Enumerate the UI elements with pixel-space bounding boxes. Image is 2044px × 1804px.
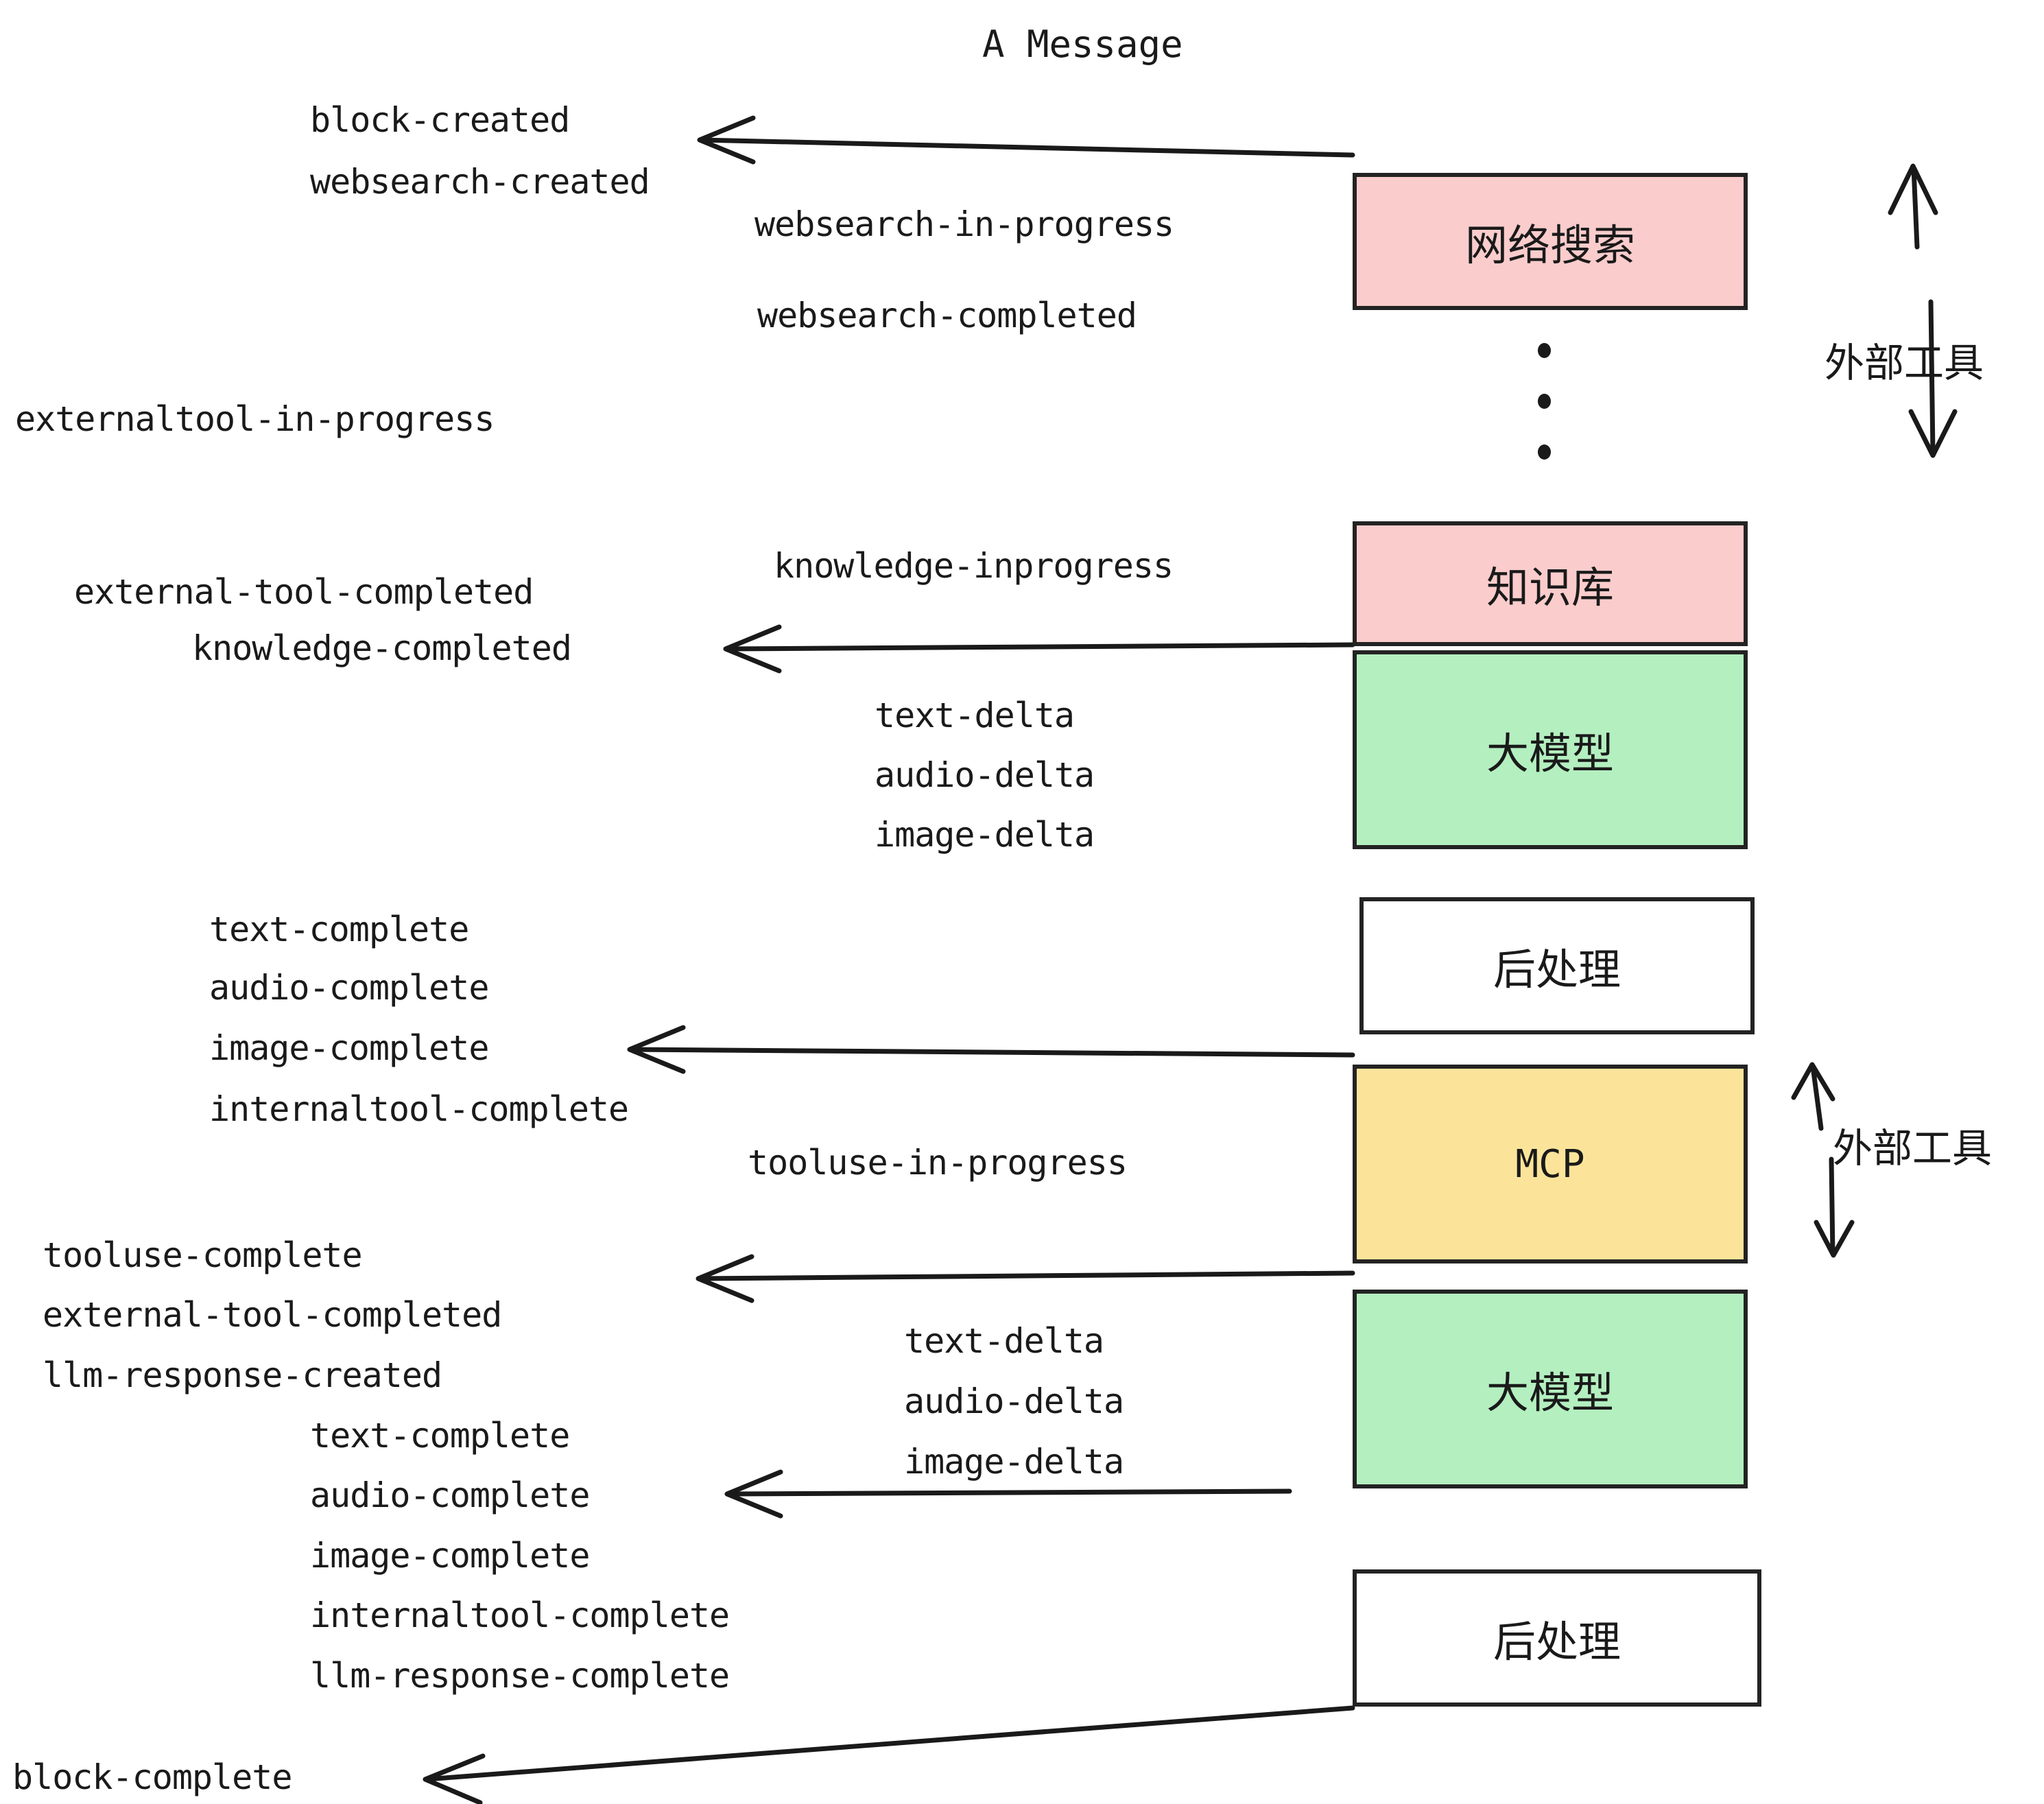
node-knowledge-label: 知识库 bbox=[1486, 562, 1614, 613]
node-llm-1[interactable]: 大模型 bbox=[1353, 650, 1748, 849]
label-internaltool-complete-1: internaltool-complete bbox=[209, 1089, 629, 1129]
label-text-complete-1: text-complete bbox=[209, 910, 469, 949]
label-knowledge-completed: knowledge-completed bbox=[192, 628, 572, 668]
annotation-external-tools-bottom: 外部工具 bbox=[1833, 1125, 1993, 1172]
label-image-delta-1: image-delta bbox=[875, 815, 1095, 855]
page-title: A Message bbox=[982, 23, 1183, 66]
node-knowledge[interactable]: 知识库 bbox=[1353, 521, 1748, 646]
node-llm-2-label: 大模型 bbox=[1486, 1368, 1614, 1418]
label-block-complete: block-complete bbox=[12, 1757, 292, 1797]
node-llm-2[interactable]: 大模型 bbox=[1353, 1290, 1748, 1488]
node-post-2[interactable]: 后处理 bbox=[1353, 1569, 1761, 1707]
node-mcp-label: MCP bbox=[1515, 1141, 1585, 1187]
node-post-1-label: 后处理 bbox=[1493, 945, 1621, 995]
label-external-tool-completed-1: external-tool-completed bbox=[74, 572, 534, 612]
label-llm-response-created: llm-response-created bbox=[43, 1355, 442, 1395]
label-image-delta-2: image-delta bbox=[904, 1442, 1124, 1482]
node-llm-1-label: 大模型 bbox=[1486, 728, 1614, 779]
label-text-delta-2: text-delta bbox=[904, 1321, 1104, 1361]
node-websearch[interactable]: 网络搜索 bbox=[1353, 173, 1748, 310]
annotation-external-tools-top: 外部工具 bbox=[1825, 340, 1984, 386]
ellipsis-dot bbox=[1537, 343, 1551, 358]
arrow-websearch-to-left bbox=[697, 115, 1355, 165]
ellipsis-dot bbox=[1537, 444, 1551, 460]
label-websearch-in-progress: websearch-in-progress bbox=[754, 204, 1174, 244]
label-audio-complete-1: audio-complete bbox=[209, 968, 489, 1008]
node-websearch-label: 网络搜索 bbox=[1464, 220, 1635, 270]
arrow-knowledge-to-left bbox=[723, 624, 1355, 674]
arrow-post2-to-block-complete bbox=[423, 1705, 1355, 1804]
label-websearch-created: websearch-created bbox=[310, 162, 650, 202]
label-tooluse-in-progress: tooluse-in-progress bbox=[748, 1143, 1128, 1183]
label-block-created: block-created bbox=[310, 100, 570, 140]
label-llm-response-complete: llm-response-complete bbox=[310, 1656, 730, 1696]
ellipsis-dot bbox=[1537, 394, 1551, 409]
label-audio-delta-2: audio-delta bbox=[904, 1381, 1124, 1421]
label-tooluse-complete: tooluse-complete bbox=[43, 1235, 363, 1275]
node-post-2-label: 后处理 bbox=[1493, 1617, 1621, 1667]
label-text-complete-2: text-complete bbox=[310, 1416, 570, 1456]
label-websearch-completed: websearch-completed bbox=[757, 296, 1137, 335]
node-post-1[interactable]: 后处理 bbox=[1359, 897, 1755, 1034]
ellipsis-marker bbox=[1536, 343, 1552, 460]
label-image-complete-2: image-complete bbox=[310, 1536, 590, 1576]
label-audio-delta-1: audio-delta bbox=[875, 755, 1095, 795]
external-tools-arrow-top bbox=[1888, 163, 1958, 458]
arrow-post1-to-left bbox=[627, 1025, 1355, 1074]
label-externaltool-in-progress: externaltool-in-progress bbox=[15, 399, 495, 439]
arrow-mcp-to-left bbox=[696, 1254, 1355, 1303]
label-internaltool-complete-2: internaltool-complete bbox=[310, 1595, 730, 1635]
label-audio-complete-2: audio-complete bbox=[310, 1475, 590, 1515]
label-external-tool-completed-2: external-tool-completed bbox=[43, 1295, 502, 1335]
label-knowledge-inprogress: knowledge-inprogress bbox=[774, 546, 1174, 586]
label-image-complete-1: image-complete bbox=[209, 1028, 489, 1068]
node-mcp[interactable]: MCP bbox=[1353, 1065, 1748, 1263]
label-text-delta-1: text-delta bbox=[875, 696, 1075, 735]
